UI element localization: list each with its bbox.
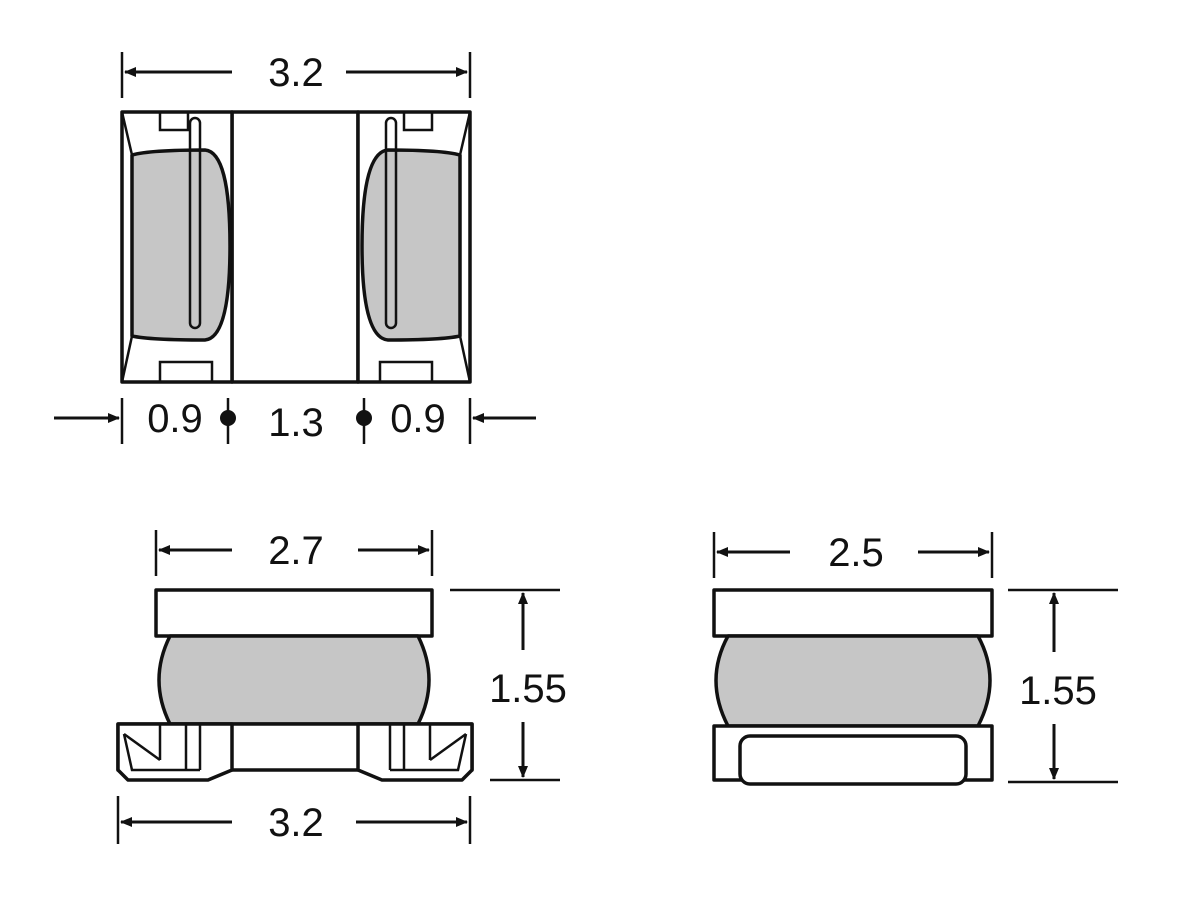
side-top-flange bbox=[712, 588, 994, 638]
side-width-dimension: 2.5 bbox=[712, 531, 994, 578]
core-center bbox=[230, 110, 360, 384]
right-terminal-label: 0.9 bbox=[390, 397, 446, 441]
right-lead-wire bbox=[384, 116, 398, 330]
front-winding bbox=[157, 634, 431, 726]
top-view: 3.2 0.9 bbox=[54, 51, 536, 445]
left-lead-wire bbox=[188, 116, 202, 330]
front-height-label: 1.55 bbox=[489, 667, 567, 711]
front-top-width-label: 2.7 bbox=[268, 529, 324, 573]
front-bottom-width-label: 3.2 bbox=[268, 801, 324, 845]
side-view: 2.5 1.55 bbox=[712, 531, 1118, 786]
left-terminal-label: 0.9 bbox=[147, 397, 203, 441]
side-height-label: 1.55 bbox=[1019, 669, 1097, 713]
left-terminal bbox=[120, 110, 234, 384]
side-winding bbox=[714, 634, 992, 728]
left-winding bbox=[130, 148, 232, 342]
right-terminal bbox=[356, 110, 472, 384]
front-view: 2.7 1 bbox=[116, 529, 567, 845]
side-width-label: 2.5 bbox=[828, 531, 884, 575]
front-top-width-dimension: 2.7 bbox=[154, 529, 434, 576]
top-view-bottom-dimensions: 0.9 1.3 0.9 bbox=[54, 397, 536, 445]
front-top-flange bbox=[154, 588, 434, 638]
front-left-terminal bbox=[116, 722, 234, 782]
front-height-dimension: 1.55 bbox=[450, 588, 567, 782]
side-terminal-pad bbox=[738, 734, 968, 786]
divider-dot-left bbox=[220, 410, 236, 426]
top-width-dimension: 3.2 bbox=[120, 51, 472, 98]
side-height-dimension: 1.55 bbox=[1008, 588, 1118, 784]
front-bottom-width-dimension: 3.2 bbox=[116, 796, 472, 845]
right-winding bbox=[360, 148, 462, 342]
front-right-terminal bbox=[356, 722, 474, 782]
divider-dot-right bbox=[356, 410, 372, 426]
center-width-label: 1.3 bbox=[268, 401, 324, 445]
top-width-label: 3.2 bbox=[268, 51, 324, 95]
